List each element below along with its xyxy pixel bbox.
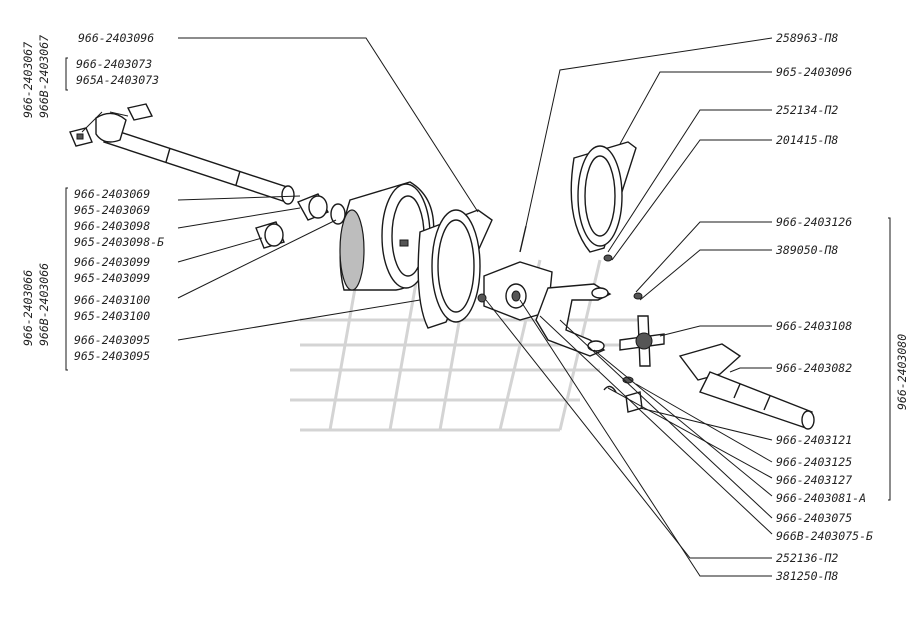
label-t3: 965-2403096 bbox=[776, 65, 852, 79]
label-b6: 966В-2403075-Б bbox=[776, 529, 873, 543]
label-t6: 966-2403126 bbox=[776, 215, 852, 229]
label-g5a: 966-2403100 bbox=[74, 293, 150, 307]
label-b8: 381250-П8 bbox=[775, 569, 838, 583]
label-t2: 258963-П8 bbox=[776, 31, 838, 45]
label-g2b: 965-2403069 bbox=[74, 203, 150, 217]
left-labels: 966-2403067 966В-2403067 966-2403073 965… bbox=[21, 35, 164, 363]
label-right-vertical: 966-2403080 bbox=[895, 334, 909, 410]
label-g1a: 966-2403073 bbox=[76, 57, 152, 71]
label-t4: 252134-П2 bbox=[776, 103, 838, 117]
output-shaft-part bbox=[678, 343, 815, 430]
group-brackets bbox=[65, 57, 891, 501]
label-t5: 201415-П8 bbox=[776, 133, 838, 147]
gasket-965 bbox=[570, 141, 637, 253]
bushing-99 bbox=[255, 221, 285, 249]
label-g1b: 965А-2403073 bbox=[76, 73, 159, 87]
label-g3b: 965-2403098-Б bbox=[74, 235, 164, 249]
label-v2: 966В-2403067 bbox=[37, 35, 51, 118]
block-73-a bbox=[69, 127, 93, 147]
label-t7: 389050-П8 bbox=[775, 243, 838, 257]
label-t1: 966-2403096 bbox=[78, 31, 154, 45]
ring-100 bbox=[330, 203, 346, 225]
cross-spider-part bbox=[619, 315, 665, 367]
bushing-98 bbox=[297, 193, 329, 221]
label-v1: 966-2403067 bbox=[21, 42, 35, 118]
label-g2a: 966-2403069 bbox=[74, 187, 150, 201]
label-b1: 966-2403121 bbox=[776, 433, 852, 447]
label-t9: 966-2403082 bbox=[776, 361, 852, 375]
label-v4: 966В-2403066 bbox=[37, 263, 51, 346]
label-b5: 966-2403075 bbox=[776, 511, 852, 525]
block-73-b bbox=[126, 103, 154, 121]
gasket-flange bbox=[417, 209, 493, 329]
label-g6b: 965-2403095 bbox=[74, 349, 150, 363]
label-t8: 966-2403108 bbox=[776, 319, 852, 333]
label-g3a: 966-2403098 bbox=[74, 219, 150, 233]
label-g4b: 965-2403099 bbox=[74, 271, 150, 285]
top-labels: 966-2403096 258963-П8 965-2403096 252134… bbox=[78, 31, 852, 375]
label-g4a: 966-2403099 bbox=[74, 255, 150, 269]
pin-258963 bbox=[519, 225, 527, 253]
label-b7: 252136-П2 bbox=[776, 551, 838, 565]
axle-shaft-part bbox=[95, 112, 295, 205]
bottom-labels: 966-2403121 966-2403125 966-2403127 966-… bbox=[775, 433, 873, 583]
label-b2: 966-2403125 bbox=[776, 455, 852, 469]
label-g5b: 965-2403100 bbox=[74, 309, 150, 323]
label-b4: 966-2403081-А bbox=[776, 491, 866, 505]
leader-lines bbox=[81, 37, 773, 577]
label-g6a: 966-2403095 bbox=[74, 333, 150, 347]
yoke-part bbox=[535, 283, 612, 357]
label-b3: 966-2403127 bbox=[776, 473, 852, 487]
label-v3: 966-2403066 bbox=[21, 270, 35, 346]
watermark-logo bbox=[290, 259, 640, 432]
